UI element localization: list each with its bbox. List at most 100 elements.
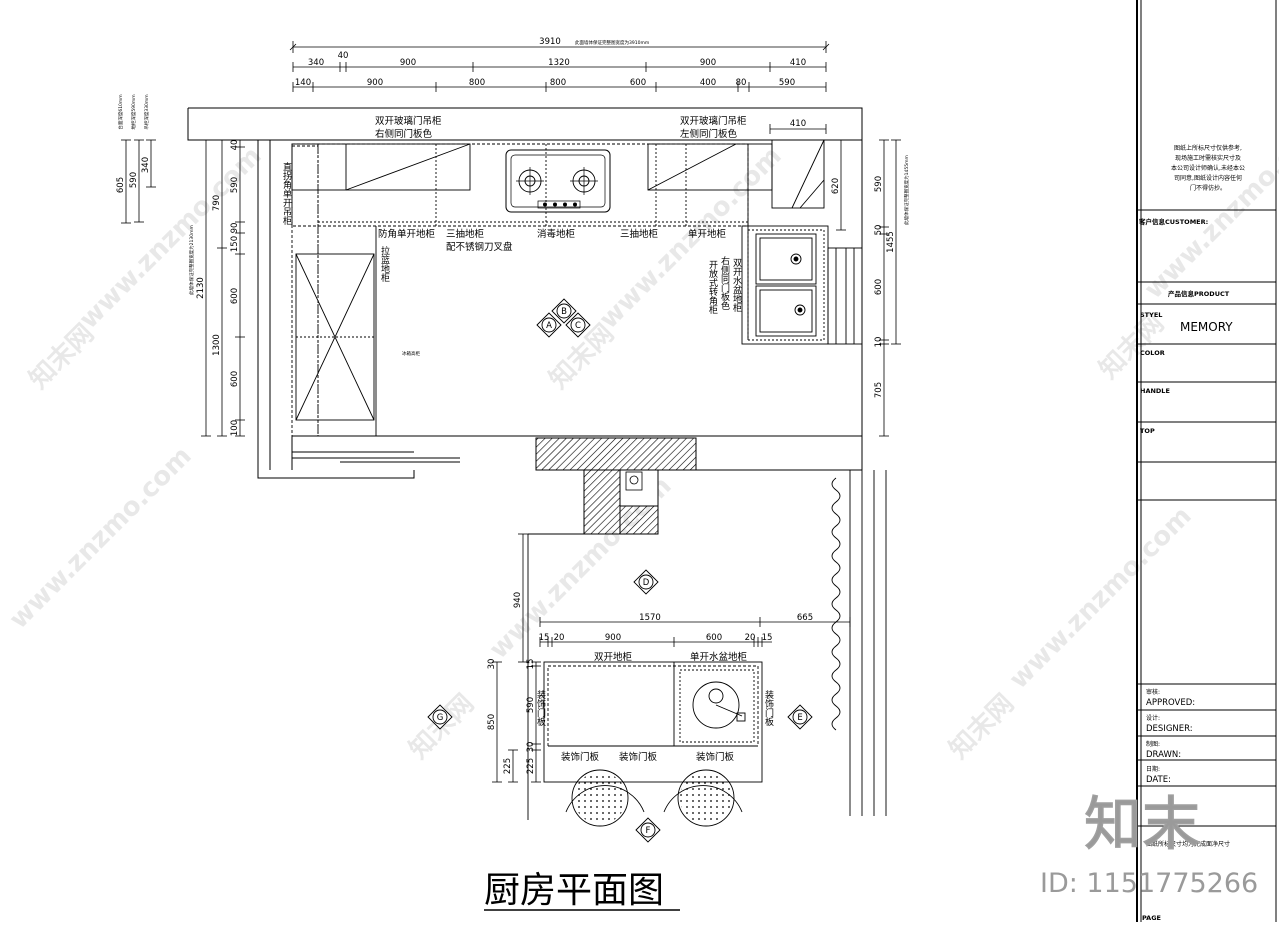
brand-id: ID: 1151775266 xyxy=(1040,868,1258,899)
dim-left-outer-note: 此墙体保证完整图宽度为2130mm xyxy=(188,225,195,295)
dim-row1-1: 40 xyxy=(338,51,349,61)
tb-designer-cn: 设计: xyxy=(1146,714,1160,722)
marker-b-label: B xyxy=(561,307,567,317)
marker-a-label: A xyxy=(546,321,552,331)
dim-left-inner-1: 590 xyxy=(230,177,240,193)
dim-total-note: 此面墙体保证完整图宽度为3910mm xyxy=(575,39,649,46)
dim-island-d4: 20 xyxy=(745,633,756,643)
tb-product: 产品信息PRODUCT xyxy=(1168,289,1230,298)
label-island-top-1: 单开水盆地柜 xyxy=(690,651,748,663)
tb-approved-cn: 审核: xyxy=(1146,688,1160,696)
island-counter xyxy=(543,661,763,827)
tb-date-en: DATE: xyxy=(1146,775,1171,785)
tb-note-4: 门不得仿抄。 xyxy=(1190,184,1226,192)
dim-far-1: 590 xyxy=(129,172,139,188)
right-wall-curtain xyxy=(527,470,887,820)
dim-far-note-1: 地柜深度590mm xyxy=(130,94,137,129)
marker-d-label: D xyxy=(643,578,650,588)
label-upper-left-2: 右侧同门板色 xyxy=(375,128,433,140)
left-dimensions xyxy=(121,139,245,437)
label-upper-left-1: 双开玻璃门吊柜 xyxy=(375,115,442,127)
dim-right-b-2: 600 xyxy=(874,279,884,295)
dim-row2-7: 590 xyxy=(779,78,795,88)
dim-island-l4: 225 xyxy=(503,758,513,774)
dim-far-note-2: 吊柜深度330mm xyxy=(143,94,150,129)
tb-drawn-cn: 制图: xyxy=(1146,740,1160,748)
tb-style-label: STYEL xyxy=(1140,311,1162,319)
tb-top-label: TOP xyxy=(1140,427,1155,435)
dim-row1-3: 1320 xyxy=(548,58,570,68)
dim-left-inner-3: 150 xyxy=(230,236,240,252)
dim-island-1570: 1570 xyxy=(639,613,661,623)
island-dimensions xyxy=(492,533,851,783)
dim-island-l5: 225 xyxy=(526,758,536,774)
dim-row1-4: 900 xyxy=(700,58,716,68)
label-pull-basket: 拉篮地柜 xyxy=(379,245,390,283)
dim-far-0: 605 xyxy=(116,177,126,193)
label-island-top-0: 双开地柜 xyxy=(594,651,633,663)
label-island-bottom-1: 装饰门板 xyxy=(619,751,658,763)
dim-island-d5: 15 xyxy=(762,633,773,643)
dim-right-c: 1455 xyxy=(886,231,896,253)
brand-logo: 知末 xyxy=(1084,790,1200,858)
dim-island-665: 665 xyxy=(797,613,813,623)
left-dimension-values: 2130 此墙体保证完整图宽度为2130mm 790 1300 40 590 9… xyxy=(116,94,240,436)
right-dimensions xyxy=(836,139,901,437)
dim-island-l6: 30 xyxy=(487,659,497,670)
dim-left-inner-6: 100 xyxy=(230,420,240,436)
label-sink-1: 右侧同门板色 xyxy=(719,255,730,310)
marker-e: E xyxy=(787,704,813,730)
dim-right-b-3: 10 xyxy=(874,337,884,348)
marker-b: B xyxy=(551,298,577,324)
tb-note-3: 司同意,图纸设计内容任何 xyxy=(1174,174,1242,182)
label-left-wall: 直拐角单开吊柜 xyxy=(281,161,292,226)
label-row-4: 单开地柜 xyxy=(688,228,727,240)
marker-c: C xyxy=(565,312,591,338)
dim-row2-0: 140 xyxy=(295,78,311,88)
marker-c-label: C xyxy=(575,321,581,331)
watermark-cn: 知末网 xyxy=(944,689,1020,765)
dim-far-note-0: 台面深度610mm xyxy=(117,94,124,129)
dim-island-d3: 600 xyxy=(706,633,722,643)
label-island-bottom-2: 装饰门板 xyxy=(696,751,735,763)
tb-bottom-note: 图纸所标尺寸均为完成面净尺寸 xyxy=(1146,840,1230,848)
tb-color-label: COLOR xyxy=(1140,349,1165,357)
tb-style-value: MEMORY xyxy=(1180,320,1233,334)
dim-left-mid-1: 1300 xyxy=(212,334,222,356)
tb-note-2: 本公司设计师确认,未经本公 xyxy=(1171,164,1245,172)
label-row-1: 三抽地柜 xyxy=(446,228,485,240)
dim-left-inner-2: 90 xyxy=(230,223,240,234)
dim-island-l0: 850 xyxy=(487,714,497,730)
dim-right-b-4: 705 xyxy=(874,382,884,398)
label-island-side-right: 装饰门板 xyxy=(763,689,774,727)
dim-row2-6: 80 xyxy=(736,78,747,88)
watermark-cn: 知末网 xyxy=(1094,309,1170,385)
tb-customer: 客户信息CUSTOMER: xyxy=(1138,217,1208,226)
dim-island-d1: 20 xyxy=(554,633,565,643)
title-block-text: 图纸上所标尺寸仅供参考, 现场施工时需核实尺寸及 本公司设计师确认,未经本公 司… xyxy=(1138,144,1245,922)
tb-date-cn: 日期: xyxy=(1146,765,1160,773)
dim-island-d0: 15 xyxy=(539,633,550,643)
label-sink-2: 开放式转角柜 xyxy=(707,260,718,315)
watermark-url: www.znzmo.com xyxy=(1004,501,1198,695)
label-upper-right-1: 双开玻璃门吊柜 xyxy=(680,115,747,127)
tb-drawn-en: DRAWN: xyxy=(1146,750,1181,760)
brand-overlay: 知末 ID: 1151775266 xyxy=(1040,789,1258,899)
dim-left-outer: 2130 xyxy=(196,277,206,299)
marker-d: D xyxy=(633,569,659,595)
tb-page: PAGE xyxy=(1142,914,1161,922)
island-dimension-values: 1570 665 15 20 900 600 20 15 940 850 15 … xyxy=(487,592,813,774)
dim-right-b-0: 590 xyxy=(874,176,884,192)
dim-row2-3: 800 xyxy=(550,78,566,88)
dim-410-right: 410 xyxy=(790,119,806,129)
label-row-3: 三抽地柜 xyxy=(620,228,659,240)
dim-row2-5: 400 xyxy=(700,78,716,88)
label-island-side-left: 装饰门板 xyxy=(535,689,546,727)
dim-row1-0: 340 xyxy=(308,58,324,68)
label-upper-right-2: 左侧同门板色 xyxy=(680,128,738,140)
label-knife-tray: 配不锈钢刀叉盘 xyxy=(446,241,513,253)
dim-left-mid-0: 790 xyxy=(212,195,222,211)
gas-hob xyxy=(505,149,611,213)
title-block xyxy=(1136,0,1277,922)
